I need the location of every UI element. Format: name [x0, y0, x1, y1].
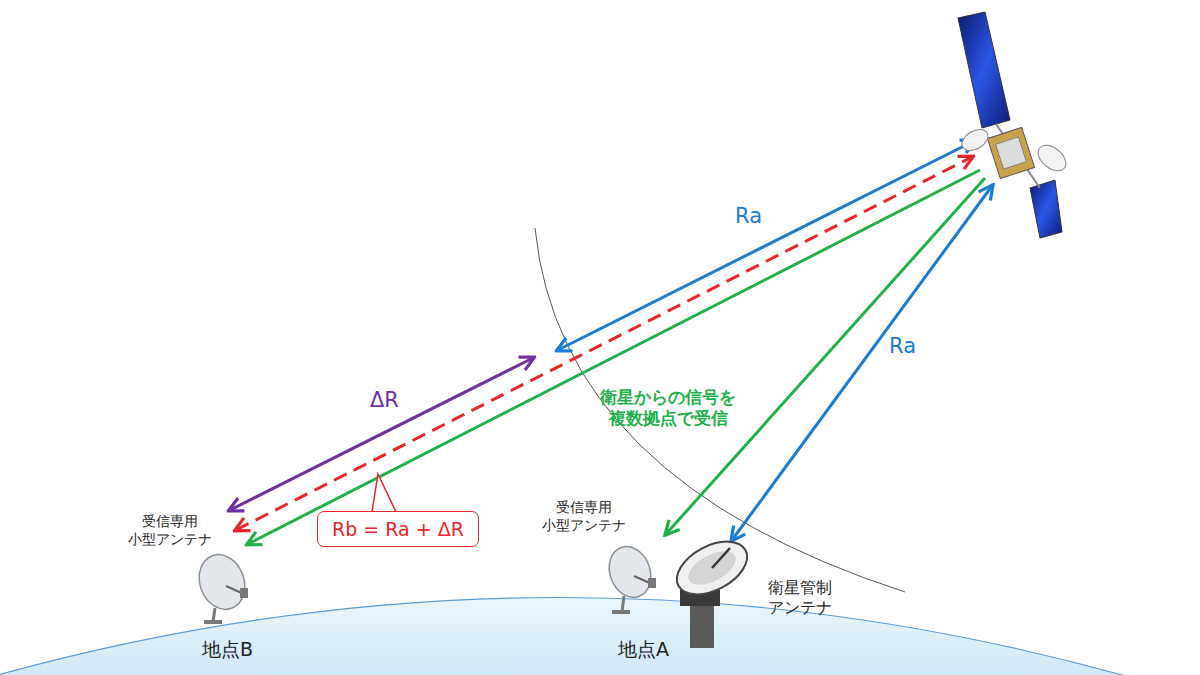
callout-text: Rb = Ra + ΔR [332, 518, 464, 540]
place-label: 地点A [618, 638, 669, 662]
signal-line-b [248, 170, 980, 544]
earth-surface [0, 598, 1140, 675]
signal-line-a [666, 178, 985, 534]
signal-note: 衛星からの信号を 複数拠点で受信 [600, 387, 736, 430]
antenna-label: 衛星管制 アンテナ [768, 578, 832, 618]
range-label: Ra [889, 333, 916, 359]
antenna-label: 受信専用 小型アンテナ [542, 499, 626, 534]
callout-tail [372, 474, 396, 512]
satellite [958, 12, 1071, 238]
place-label: 地点B [202, 638, 253, 662]
range-label: ΔR [370, 387, 399, 413]
small-dish-a [602, 541, 657, 614]
range-arrow-ra-top [558, 141, 974, 350]
range-arrow-ra-right [732, 186, 992, 540]
range-label: Ra [735, 203, 762, 229]
small-dish-b [192, 548, 252, 624]
range-arc [535, 228, 905, 592]
range-dashed-rb [236, 157, 972, 530]
callout-box: Rb = Ra + ΔR [317, 511, 479, 547]
control-antenna [668, 531, 756, 648]
antenna-label: 受信専用 小型アンテナ [128, 513, 212, 548]
